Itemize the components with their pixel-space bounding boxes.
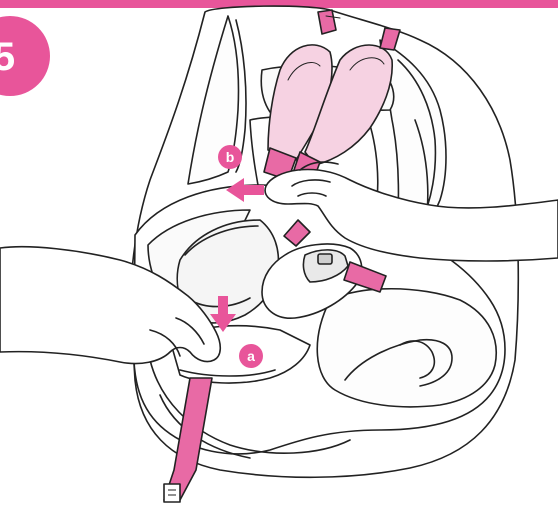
seat-armrest-right [317,289,496,407]
callout-a-label: a [247,348,255,364]
step-number: 5 [0,35,15,79]
callout-b-label: b [226,149,235,165]
callout-b-badge: b [218,145,242,169]
step-badge: 5 [0,16,50,96]
callout-a-badge: a [239,344,263,368]
